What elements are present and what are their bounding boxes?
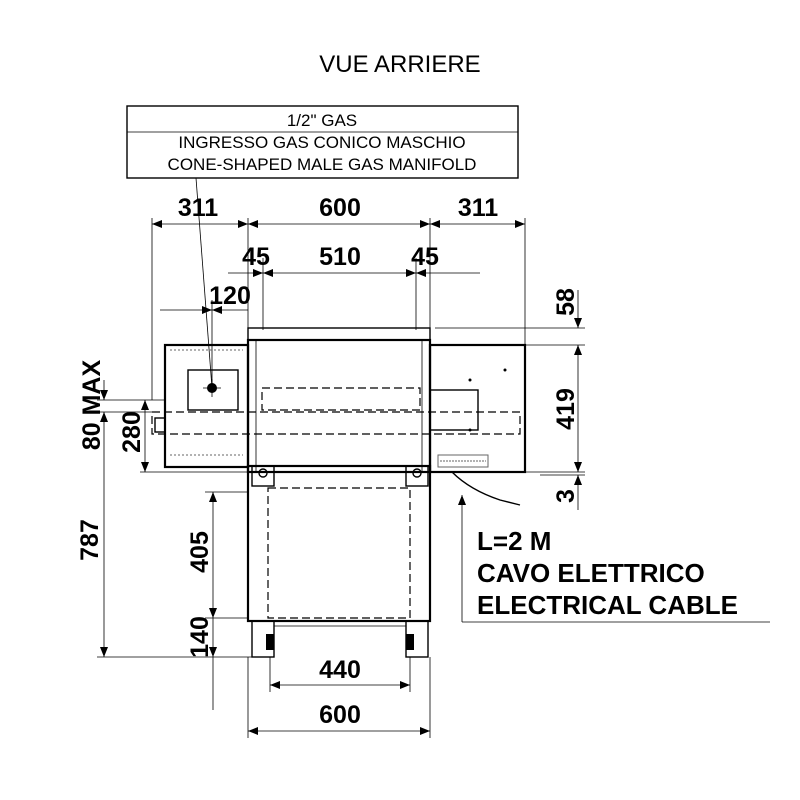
- cable-label-en: ELECTRICAL CABLE: [477, 590, 738, 620]
- dim-stand-140: 140: [186, 616, 214, 658]
- dim-left-max: 80 MAX: [78, 360, 106, 451]
- gas-note-line3: CONE-SHAPED MALE GAS MANIFOLD: [168, 155, 477, 174]
- dim-bottom-440: 440: [319, 656, 361, 684]
- dim-right-bottom: 3: [552, 489, 580, 503]
- dim-left-280: 280: [118, 411, 146, 453]
- dim-right-height: 419: [552, 388, 580, 430]
- top-dimensions: 311 600 311 45 510 45 120: [151, 194, 526, 400]
- dim-gas-offset: 120: [209, 282, 251, 310]
- dim-top-right: 311: [458, 194, 498, 222]
- dim-top-center: 600: [319, 194, 361, 222]
- dim-inner-left: 45: [242, 243, 270, 271]
- gas-connection-plate: [187, 369, 239, 411]
- cable-length: L=2 M: [477, 526, 551, 556]
- cable-label-it: CAVO ELETTRICO: [477, 558, 705, 588]
- gas-note-line1: 1/2" GAS: [287, 111, 357, 130]
- dim-inner-right: 45: [411, 243, 439, 271]
- gas-note-box: 1/2" GAS INGRESSO GAS CONICO MASCHIO CON…: [126, 105, 519, 389]
- right-dimensions: 58 419 3: [435, 288, 585, 510]
- gas-leader-line: [195, 177, 213, 389]
- dim-inner-center: 510: [319, 243, 361, 271]
- oven-body: [151, 327, 527, 474]
- gas-module: [163, 343, 250, 469]
- view-title: VUE ARRIERE: [319, 51, 480, 78]
- conveyor-belt: [151, 411, 521, 435]
- gas-note-line2: INGRESSO GAS CONICO MASCHIO: [178, 133, 465, 152]
- oven-stand: [246, 464, 432, 658]
- dim-left-787: 787: [76, 519, 104, 561]
- left-dimensions: 80 MAX 280 787 405 140: [76, 360, 252, 710]
- dim-bottom-600: 600: [319, 701, 361, 729]
- bottom-dimensions: 440 600: [247, 656, 431, 738]
- dim-right-top: 58: [552, 288, 580, 316]
- dim-top-left: 311: [178, 194, 218, 222]
- dim-stand-405: 405: [186, 531, 214, 573]
- electrical-cable: L=2 M CAVO ELETTRICO ELECTRICAL CABLE: [451, 471, 770, 623]
